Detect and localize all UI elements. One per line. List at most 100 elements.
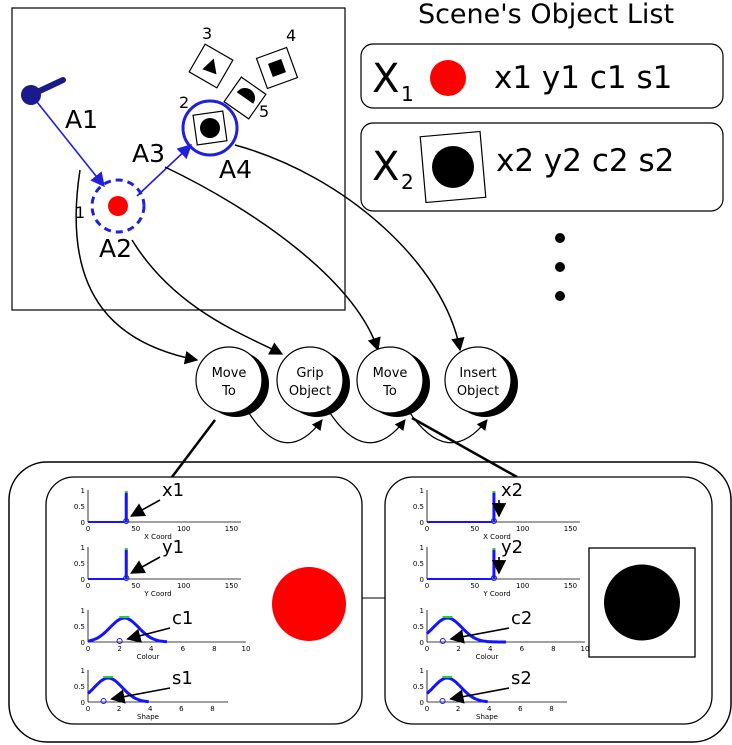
- y-tick-label: 0: [81, 576, 85, 584]
- value-callout: c2: [511, 608, 532, 629]
- x-axis-label: X Coord: [144, 533, 172, 541]
- action-label-a1: A1: [65, 105, 98, 134]
- action-node-label: To: [382, 384, 397, 399]
- value-callout: s2: [511, 668, 532, 689]
- connector-right: [411, 416, 518, 479]
- object-1-selection-ring: [90, 178, 146, 234]
- value-marker: [490, 575, 497, 581]
- action-node-label: To: [221, 384, 236, 399]
- object-swatch-black: [432, 146, 474, 188]
- action-node-circle: [195, 346, 263, 414]
- value-marker: [100, 698, 107, 704]
- x-tick-label: 8: [212, 645, 216, 653]
- x-tick-label: 50: [131, 582, 140, 590]
- object-number-4: 4: [286, 26, 296, 45]
- arrow-a4-to-insert: [234, 144, 465, 352]
- x-axis-label: Y Coord: [143, 590, 171, 598]
- path-a1: [36, 101, 105, 188]
- x-tick-label: 6: [179, 705, 184, 713]
- y-tick-label: 0.5: [413, 503, 424, 511]
- callout-arrow: [126, 627, 171, 643]
- object-list-item-1[interactable]: X 1 x1 y1 c1 s1: [360, 43, 724, 109]
- object-3-triangle: [188, 43, 234, 89]
- action-node-label: Move: [373, 366, 408, 381]
- arrow-a2-to-grip: [131, 239, 284, 355]
- object-index: 2: [401, 170, 414, 194]
- x-tick-label: 50: [470, 525, 479, 533]
- y-tick-label: 1: [420, 667, 424, 675]
- x-tick-label: 50: [131, 525, 140, 533]
- action-label-a3: A3: [132, 139, 165, 168]
- y-tick-label: 1: [81, 544, 85, 552]
- y-tick-label: 0.5: [74, 623, 85, 631]
- y-tick-label: 0: [420, 576, 424, 584]
- object-5-halfcircle: [223, 76, 267, 120]
- x-tick-label: 0: [86, 705, 90, 713]
- x-tick-label: 0: [425, 582, 429, 590]
- object-list: Scene's Object List X 1 x1 y1 c1 s1 X 2 …: [360, 0, 724, 301]
- action-label-a2: A2: [99, 234, 132, 263]
- x-tick-label: 4: [148, 705, 153, 713]
- scene: 1 2 3 4 5 A1 A2 A3 A4: [11, 7, 346, 311]
- arrow-a1-to-move: [75, 169, 199, 365]
- action-mapping-arrows: [75, 144, 465, 365]
- x-tick-label: 4: [487, 705, 492, 713]
- action-node-label: Move: [212, 366, 247, 381]
- action-node-circle: [444, 346, 512, 414]
- callout-arrow: [129, 499, 161, 517]
- x-tick-label: 0: [86, 645, 90, 653]
- object-list-item-2[interactable]: X 2 x2 y2 c2 s2: [360, 122, 724, 212]
- x-tick-label: 150: [564, 582, 577, 590]
- value-callout: y1: [162, 537, 184, 558]
- object-symbol: X: [372, 56, 399, 102]
- detail-panel-frame: [384, 476, 713, 725]
- y-tick-label: 0.5: [413, 683, 424, 691]
- action-node-circle: [356, 346, 424, 414]
- y-tick-label: 0.5: [413, 560, 424, 568]
- x-tick-label: 0: [86, 582, 90, 590]
- x-tick-label: 4: [149, 645, 154, 653]
- object-swatch-red: [430, 60, 466, 96]
- value-callout: y2: [501, 537, 523, 558]
- value-marker: [123, 575, 130, 581]
- object-1-red-circle: [108, 196, 128, 216]
- x-tick-label: 0: [425, 705, 429, 713]
- action-node-circle: [276, 346, 344, 414]
- x-tick-label: 10: [242, 645, 251, 653]
- value-marker: [439, 638, 446, 644]
- x-tick-label: 8: [551, 645, 555, 653]
- sequence-arrow: [327, 409, 406, 444]
- x-tick-label: 4: [488, 645, 493, 653]
- distribution-curve: [87, 676, 149, 704]
- callout-arrow: [449, 627, 510, 644]
- object-features: x1 y1 c1 s1: [494, 60, 672, 96]
- connector-left: [171, 419, 216, 478]
- y-tick-label: 0: [81, 639, 85, 647]
- y-tick-label: 1: [420, 487, 424, 495]
- y-tick-label: 1: [81, 667, 85, 675]
- distribution-curve: [426, 676, 488, 704]
- x-tick-label: 100: [177, 525, 190, 533]
- x-tick-label: 10: [581, 645, 590, 653]
- action-label-a4: A4: [219, 155, 252, 184]
- object-2-black-circle: [200, 118, 220, 138]
- y-tick-label: 0.5: [74, 503, 85, 511]
- x-tick-label: 100: [177, 582, 190, 590]
- y-tick-label: 0: [420, 699, 424, 707]
- x-tick-label: 8: [549, 705, 553, 713]
- y-tick-label: 1: [81, 607, 85, 615]
- object-features: x2 y2 c2 s2: [496, 143, 674, 179]
